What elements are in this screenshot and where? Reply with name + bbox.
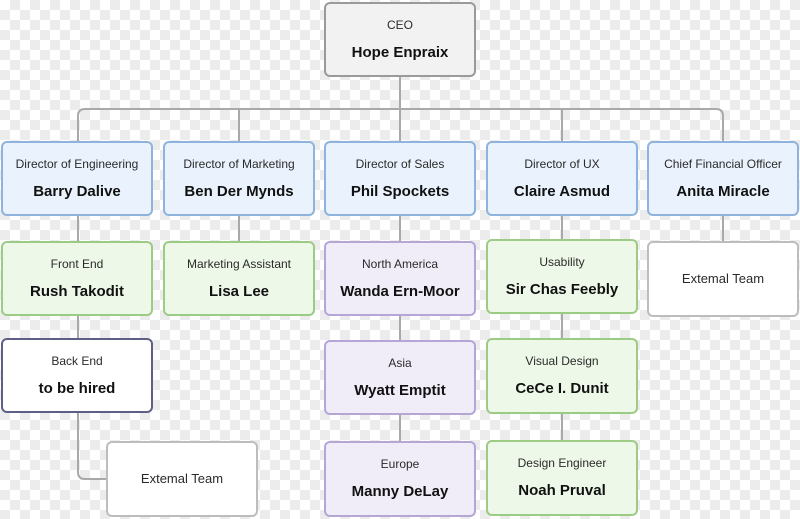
director-sales-box[interactable]: Director of Sales Phil Spockets <box>324 141 476 216</box>
director-marketing-box[interactable]: Director of Marketing Ben Der Mynds <box>163 141 315 216</box>
ceo-box[interactable]: CEO Hope Enpraix <box>324 2 476 77</box>
visual-design-box[interactable]: Visual Design CeCe I. Dunit <box>486 338 638 414</box>
finance-external-team-label: Extemal Team <box>681 271 765 286</box>
europe-name: Manny DeLay <box>351 483 449 500</box>
north-america-name: Wanda Ern-Moor <box>340 282 460 300</box>
design-engineer-name: Noah Pruval <box>518 482 606 499</box>
europe-role: Europe <box>380 457 420 471</box>
marketing-assistant-box[interactable]: Marketing Assistant Lisa Lee <box>163 241 315 316</box>
ceo-name: Hope Enpraix <box>351 43 449 61</box>
visual-design-name: CeCe I. Dunit <box>515 380 609 397</box>
back-end-name: to be hired <box>38 379 116 397</box>
asia-name: Wyatt Emptit <box>354 381 446 399</box>
marketing-assistant-name: Lisa Lee <box>208 282 270 300</box>
back-end-box[interactable]: Back End to be hired <box>1 338 153 413</box>
design-engineer-box[interactable]: Design Engineer Noah Pruval <box>486 440 638 516</box>
director-engineering-box[interactable]: Director of Engineering Barry Dalive <box>1 141 153 216</box>
engineering-external-team-box[interactable]: Extemal Team <box>106 441 258 517</box>
cfo-name: Anita Miracle <box>676 182 770 200</box>
finance-external-team-box[interactable]: Extemal Team <box>647 241 799 317</box>
director-sales-name: Phil Spockets <box>350 182 450 200</box>
front-end-role: Front End <box>50 256 104 271</box>
director-marketing-role: Director of Marketing <box>183 156 295 171</box>
asia-role: Asia <box>388 355 412 370</box>
director-ux-box[interactable]: Director of UX Claire Asmud <box>486 141 638 216</box>
usability-name: Sir Chas Feebly <box>505 280 619 298</box>
director-engineering-role: Director of Engineering <box>15 156 139 171</box>
asia-box[interactable]: Asia Wyatt Emptit <box>324 340 476 415</box>
front-end-name: Rush Takodit <box>30 282 124 300</box>
north-america-role: North America <box>361 256 439 271</box>
usability-box[interactable]: Usability Sir Chas Feebly <box>486 239 638 314</box>
director-sales-role: Director of Sales <box>355 156 445 171</box>
director-marketing-name: Ben Der Mynds <box>184 182 294 200</box>
marketing-assistant-role: Marketing Assistant <box>186 256 292 271</box>
director-engineering-name: Barry Dalive <box>33 182 121 200</box>
north-america-box[interactable]: North America Wanda Ern-Moor <box>324 241 476 316</box>
usability-role: Usability <box>539 254 585 269</box>
back-end-role: Back End <box>51 353 103 368</box>
director-ux-role: Director of UX <box>524 156 600 171</box>
europe-box[interactable]: Europe Manny DeLay <box>324 441 476 517</box>
cfo-box[interactable]: Chief Financial Officer Anita Miracle <box>647 141 799 216</box>
visual-design-role: Visual Design <box>525 354 599 368</box>
director-ux-name: Claire Asmud <box>513 182 611 200</box>
cfo-role: Chief Financial Officer <box>664 156 782 171</box>
engineering-external-team-label: Extemal Team <box>140 471 224 486</box>
front-end-box[interactable]: Front End Rush Takodit <box>1 241 153 316</box>
design-engineer-role: Design Engineer <box>517 456 607 470</box>
backend-to-external-line <box>77 413 106 480</box>
ceo-role: CEO <box>386 17 413 32</box>
